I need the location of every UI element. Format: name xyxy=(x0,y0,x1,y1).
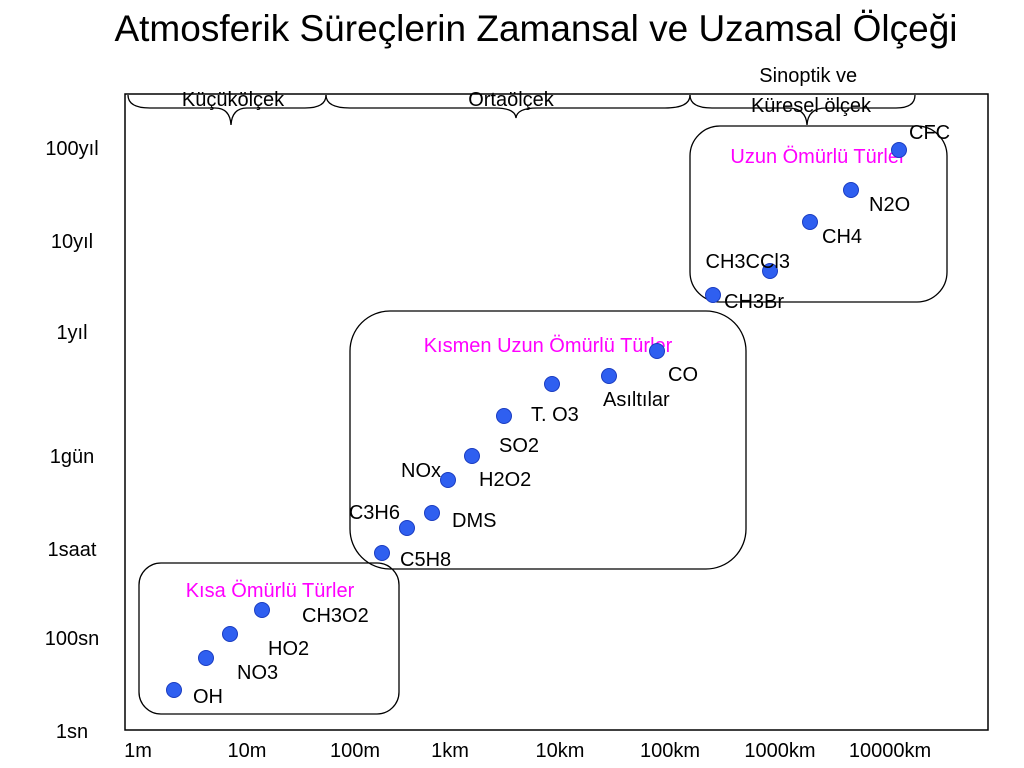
data-point-label: CH3O2 xyxy=(302,605,369,627)
y-tick-label: 1yıl xyxy=(56,322,87,344)
data-point-marker xyxy=(440,472,456,488)
data-point-label: Asıltılar xyxy=(603,389,670,411)
data-point-label: DMS xyxy=(452,510,496,532)
x-tick-label: 10km xyxy=(536,740,585,762)
brace-small xyxy=(127,94,327,126)
x-tick-label: 100km xyxy=(640,740,700,762)
data-point-label: NO3 xyxy=(237,662,278,684)
scale-braces xyxy=(127,94,916,126)
data-point-marker xyxy=(496,408,512,424)
y-tick-label: 1saat xyxy=(48,539,97,561)
x-tick-label: 1000km xyxy=(744,740,815,762)
y-tick-labels: 1sn 100sn 1saat 1gün 1yıl 10yıl 100yıl xyxy=(45,138,100,743)
data-point-marker xyxy=(254,602,270,618)
y-tick-label: 1gün xyxy=(50,446,95,468)
data-point-label: SO2 xyxy=(499,435,539,457)
x-tick-label: 10m xyxy=(228,740,267,762)
data-point-label: CO xyxy=(668,364,698,386)
data-point-label: NOx xyxy=(401,460,441,482)
data-point-label: CH3CCl3 xyxy=(706,251,790,273)
data-point-label: HO2 xyxy=(268,638,309,660)
data-point-label: OH xyxy=(193,686,223,708)
y-tick-label: 1sn xyxy=(56,721,88,743)
data-point-marker xyxy=(464,448,480,464)
data-point-marker xyxy=(762,263,778,279)
data-point-marker xyxy=(166,682,182,698)
band-label-synoptic-line1: Sinoptik ve xyxy=(759,65,857,87)
data-point-marker xyxy=(802,214,818,230)
y-tick-label: 100sn xyxy=(45,628,100,650)
chart-title: Atmosferik Süreçlerin Zamansal ve Uzamsa… xyxy=(114,8,958,49)
data-point-marker xyxy=(649,343,665,359)
band-label-synoptic-line2: Küresel ölçek xyxy=(751,95,872,117)
data-point-marker xyxy=(705,287,721,303)
y-tick-label: 10yıl xyxy=(51,231,93,253)
group-box-long xyxy=(689,125,948,303)
band-label-meso: Ortaölçek xyxy=(468,89,555,111)
x-tick-label: 1m xyxy=(124,740,152,762)
brace-synoptic xyxy=(689,94,916,126)
band-label-synoptic: Sinoptik ve Küresel ölçek xyxy=(751,65,872,117)
data-point-marker xyxy=(843,182,859,198)
group-box-medium xyxy=(349,310,747,570)
data-point-label: CH3Br xyxy=(724,291,784,313)
data-point-label: N2O xyxy=(869,194,910,216)
x-tick-labels: 1m 10m 100m 1km 10km 100km 1000km 10000km xyxy=(124,740,931,762)
brace-meso xyxy=(325,94,691,119)
data-point-label: C5H8 xyxy=(400,549,451,571)
data-point-marker xyxy=(198,650,214,666)
group-box-short xyxy=(138,562,400,715)
data-point-label: CH4 xyxy=(822,226,862,248)
data-point-marker xyxy=(374,545,390,561)
data-point-label: H2O2 xyxy=(479,469,531,491)
x-tick-label: 100m xyxy=(330,740,380,762)
band-label-small: Küçükölçek xyxy=(182,89,285,111)
data-point-label: C3H6 xyxy=(349,502,400,524)
data-point-label: CFC xyxy=(909,122,950,144)
plot-area xyxy=(124,93,989,731)
data-point-marker xyxy=(891,142,907,158)
data-point-marker xyxy=(424,505,440,521)
data-point-marker xyxy=(222,626,238,642)
y-tick-label: 100yıl xyxy=(45,138,98,160)
x-tick-label: 10000km xyxy=(849,740,931,762)
data-point-marker xyxy=(399,520,415,536)
data-point-marker xyxy=(601,368,617,384)
data-point-label: T. O3 xyxy=(531,404,579,426)
group-label-long: Uzun Ömürlü Türler xyxy=(730,146,906,168)
group-label-short: Kısa Ömürlü Türler xyxy=(186,580,355,602)
x-tick-label: 1km xyxy=(431,740,469,762)
group-label-medium: Kısmen Uzun Ömürlü Türler xyxy=(424,335,673,357)
data-point-marker xyxy=(544,376,560,392)
